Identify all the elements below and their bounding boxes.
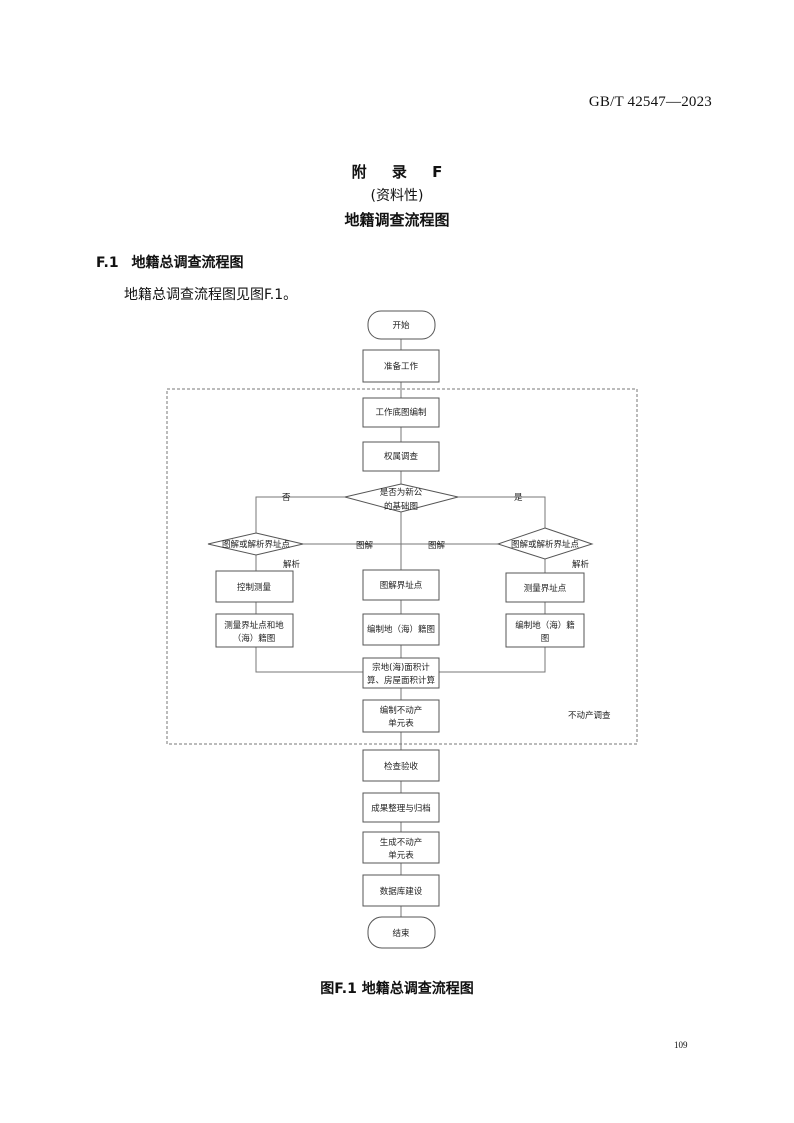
dashed-region-label: 不动产调查	[568, 710, 611, 721]
control-survey-box: 控制测量	[215, 570, 294, 603]
svg-text:算、房屋面积计算: 算、房屋面积计算	[367, 675, 436, 686]
base-map-box: 工作底图编制	[362, 397, 440, 428]
generate-unit-table-box: 生成不动产 单元表	[362, 831, 440, 864]
svg-text:权属调查: 权属调查	[384, 451, 419, 462]
standard-number: GB/T 42547—2023	[588, 94, 712, 110]
dashed-region	[166, 388, 638, 745]
svg-text:生成不动产: 生成不动产	[380, 837, 423, 848]
survey-boundary-left-box: 测量界址点和地 （海）籍图	[215, 613, 294, 648]
compile-map-right-box: 编制地（海）籍 图	[505, 613, 585, 648]
svg-text:单元表: 单元表	[388, 718, 414, 729]
yes-label: 是	[514, 493, 523, 503]
field-survey-box: 权属调查	[362, 441, 440, 472]
svg-text:准备工作: 准备工作	[384, 361, 419, 372]
figure-caption: 图F.1 地籍总调查流程图	[320, 981, 474, 997]
analytic-right-label: 解析	[572, 559, 590, 570]
svg-text:宗地(海)面积计: 宗地(海)面积计	[372, 662, 430, 673]
branch-graphic-right-label: 图解	[428, 540, 446, 551]
appendix-title: 地籍调查流程图	[344, 211, 450, 229]
svg-text:图: 图	[541, 634, 550, 644]
svg-text:数据库建设: 数据库建设	[380, 886, 423, 897]
svg-text:编制地（海）籍: 编制地（海）籍	[515, 620, 575, 631]
svg-text:测量界址点: 测量界址点	[524, 583, 567, 594]
section-number: F.1	[96, 255, 119, 271]
prepare-box: 准备工作	[362, 349, 440, 383]
appendix-heading: 附 录 F (资料性) 地籍调查流程图	[0, 160, 794, 232]
branch-graphic-left-label: 图解	[356, 540, 374, 551]
appendix-nature: (资料性)	[370, 188, 424, 204]
appendix-label: 附 录 F	[351, 163, 453, 181]
svg-text:开始: 开始	[392, 320, 410, 331]
decision-left: 图解或解析界址点	[207, 532, 304, 556]
svg-text:控制测量: 控制测量	[237, 582, 272, 593]
no-label: 否	[282, 493, 291, 503]
connectors	[255, 339, 546, 917]
svg-text:工作底图编制: 工作底图编制	[375, 407, 426, 418]
svg-text:编制不动产: 编制不动产	[380, 705, 423, 716]
compile-unit-table-box: 编制不动产 单元表	[362, 699, 440, 733]
svg-text:图解界址点: 图解界址点	[380, 580, 423, 591]
svg-text:结束: 结束	[392, 928, 410, 939]
end-node: 结束	[367, 916, 436, 949]
svg-text:测量界址点和地: 测量界址点和地	[224, 620, 284, 631]
svg-text:是否为新公: 是否为新公	[380, 487, 423, 498]
analytic-left-label: 解析	[283, 559, 301, 570]
svg-text:（海）籍图: （海）籍图	[233, 633, 276, 644]
start-node: 开始	[367, 310, 436, 340]
svg-text:图解或解析界址点: 图解或解析界址点	[222, 539, 291, 550]
svg-text:图解或解析界址点: 图解或解析界址点	[511, 539, 580, 550]
survey-boundary-right-box: 测量界址点	[505, 572, 585, 603]
svg-text:编制地（海）籍图: 编制地（海）籍图	[367, 624, 435, 635]
db-build-box: 数据库建设	[362, 874, 440, 907]
compile-map-mid-box: 编制地（海）籍图	[362, 613, 440, 646]
svg-text:的基础图: 的基础图	[384, 501, 418, 512]
section-paragraph: 地籍总调查流程图见图F.1。	[124, 287, 298, 303]
area-calc-box: 宗地(海)面积计 算、房屋面积计算	[362, 657, 440, 689]
page-number: 109	[674, 1040, 688, 1050]
decision-right: 图解或解析界址点	[496, 527, 594, 560]
svg-text:成果整理与归档: 成果整理与归档	[371, 803, 431, 814]
graphic-boundary-box: 图解界址点	[362, 569, 440, 601]
inspection-box: 检查验收	[362, 749, 440, 782]
organize-archive-box: 成果整理与归档	[362, 792, 440, 823]
svg-text:单元表: 单元表	[388, 850, 414, 861]
decision-main: 是否为新公 的基础图	[344, 483, 459, 513]
section-heading: F.1 地籍总调查流程图	[96, 252, 243, 272]
section-title: 地籍总调查流程图	[131, 255, 244, 271]
svg-text:检查验收: 检查验收	[384, 761, 419, 772]
